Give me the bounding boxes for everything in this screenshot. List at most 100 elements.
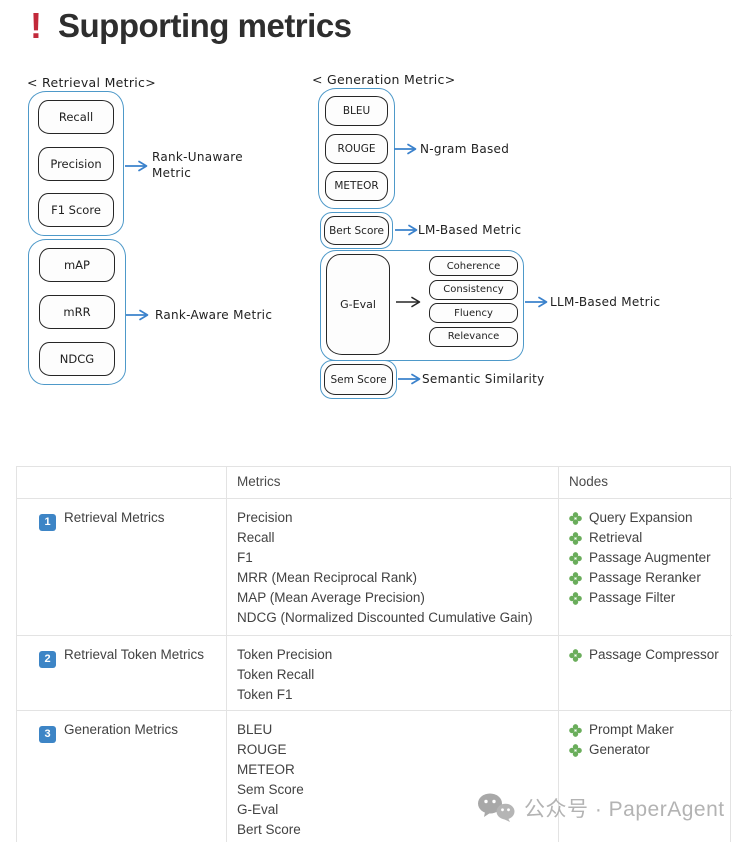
table-row-category: 3 Generation Metrics	[17, 711, 226, 842]
metric-item: NDCG (Normalized Discounted Cumulative G…	[237, 610, 533, 625]
alert-icon: !	[30, 5, 42, 46]
metric-box-map: mAP	[39, 248, 115, 282]
row-number-badge: 3	[39, 725, 56, 743]
arrow-right-icon	[525, 296, 548, 308]
metric-item: Token Recall	[237, 667, 315, 682]
clover-icon	[569, 591, 582, 605]
rank-aware-label: Rank-Aware Metric	[155, 308, 273, 322]
table-row-metrics: BLEU ROUGE METEOR Sem Score G-Eval Bert …	[226, 711, 558, 842]
node-label: Prompt Maker	[589, 722, 674, 737]
bert-score-group: Bert Score	[320, 212, 393, 249]
arrow-right-icon	[395, 224, 418, 236]
metric-box-ndcg: NDCG	[39, 342, 115, 376]
node-item: Retrieval	[569, 528, 722, 548]
rank-aware-group: mAP mRR NDCG	[28, 239, 126, 385]
retrieval-section-label: < Retrieval Metric>	[27, 75, 157, 90]
node-item: Generator	[569, 740, 722, 760]
category-label: Retrieval Token Metrics	[64, 647, 205, 662]
metric-item: METEOR	[237, 762, 295, 777]
clover-icon	[569, 723, 582, 737]
node-item: Query Expansion	[569, 508, 722, 528]
node-item: Passage Augmenter	[569, 548, 722, 568]
node-label: Passage Reranker	[589, 570, 701, 585]
metric-item: Recall	[237, 530, 275, 545]
metric-box-bert-score: Bert Score	[324, 216, 389, 245]
category-label: Generation Metrics	[64, 722, 179, 737]
table-row-nodes: Passage Compressor	[558, 636, 732, 711]
node-item: Passage Reranker	[569, 568, 722, 588]
node-label: Passage Filter	[589, 590, 676, 605]
arrow-right-icon	[394, 143, 417, 155]
table-row-metrics: Token Precision Token Recall Token F1	[226, 636, 558, 711]
node-label: Passage Compressor	[589, 647, 719, 662]
metric-item: F1	[237, 550, 253, 565]
table-row-metrics: Precision Recall F1 MRR (Mean Reciprocal…	[226, 499, 558, 636]
node-label: Passage Augmenter	[589, 550, 711, 565]
table-row-nodes: Query Expansion Retrieval Passage Augmen…	[558, 499, 732, 636]
node-item: Passage Filter	[569, 588, 722, 608]
page-title: Supporting metrics	[58, 7, 352, 44]
ngram-label: N-gram Based	[420, 142, 510, 156]
rank-unaware-label: Rank-Unaware Metric	[152, 150, 243, 180]
metric-item: Sem Score	[237, 782, 304, 797]
semantic-similarity-label: Semantic Similarity	[422, 372, 545, 386]
ngram-group: BLEU ROUGE METEOR	[318, 88, 395, 209]
table-header-metrics: Metrics	[226, 467, 558, 499]
geval-criteria: Coherence Consistency Fluency Relevance	[429, 256, 518, 347]
row-number-badge: 2	[39, 650, 56, 668]
table-row-category: 1 Retrieval Metrics	[17, 499, 226, 636]
clover-icon	[569, 648, 582, 662]
metric-item: MAP (Mean Average Precision)	[237, 590, 425, 605]
generation-section-label: < Generation Metric>	[312, 72, 456, 87]
table-header-category	[17, 467, 226, 499]
clover-icon	[569, 551, 582, 565]
metric-box-meteor: METEOR	[325, 171, 388, 201]
metric-box-sem-score: Sem Score	[324, 364, 393, 395]
row-number-badge: 1	[39, 513, 56, 531]
metric-box-rouge: ROUGE	[325, 133, 388, 164]
metric-box-geval: G-Eval	[326, 254, 390, 355]
table-row-category: 2 Retrieval Token Metrics	[17, 636, 226, 711]
arrow-right-icon	[126, 309, 149, 321]
clover-icon	[569, 743, 582, 757]
rank-unaware-group: Recall Precision F1 Score	[28, 91, 124, 236]
table-row-nodes: Prompt Maker Generator	[558, 711, 732, 842]
criteria-box-relevance: Relevance	[429, 326, 518, 347]
criteria-box-coherence: Coherence	[429, 256, 518, 276]
watermark-text: 公众号 · PaperAgent	[524, 797, 725, 821]
lm-based-label: LM-Based Metric	[418, 223, 522, 237]
node-label: Query Expansion	[589, 510, 693, 525]
metric-item: Token F1	[237, 687, 293, 702]
category-label: Retrieval Metrics	[64, 510, 165, 525]
arrow-right-icon	[125, 160, 148, 172]
page-header: ! Supporting metrics	[30, 4, 352, 48]
llm-based-label: LLM-Based Metric	[550, 295, 661, 309]
metric-item: Token Precision	[237, 647, 333, 662]
metric-item: Precision	[237, 510, 293, 525]
clover-icon	[569, 511, 582, 525]
node-item: Passage Compressor	[569, 645, 722, 665]
metric-box-mrr: mRR	[39, 295, 115, 329]
metric-box-recall: Recall	[38, 100, 114, 134]
node-item: Prompt Maker	[569, 720, 722, 740]
metric-item: MRR (Mean Reciprocal Rank)	[237, 570, 418, 585]
clover-icon	[569, 571, 582, 585]
metric-item: ROUGE	[237, 742, 287, 757]
criteria-box-fluency: Fluency	[429, 303, 518, 323]
clover-icon	[569, 531, 582, 545]
metric-box-f1-score: F1 Score	[38, 193, 114, 227]
sem-score-group: Sem Score	[320, 360, 397, 399]
wechat-icon	[478, 793, 515, 822]
metric-box-bleu: BLEU	[325, 96, 388, 126]
arrow-right-icon	[398, 373, 421, 385]
node-label: Retrieval	[589, 530, 643, 545]
metric-item: G-Eval	[237, 802, 279, 817]
node-label: Generator	[589, 742, 650, 757]
metric-item: BLEU	[237, 722, 273, 737]
criteria-box-consistency: Consistency	[429, 279, 518, 300]
watermark: 公众号 · PaperAgent	[477, 792, 725, 823]
arrow-right-icon	[396, 296, 421, 308]
metric-box-precision: Precision	[38, 146, 114, 181]
metric-item: Bert Score	[237, 822, 301, 837]
